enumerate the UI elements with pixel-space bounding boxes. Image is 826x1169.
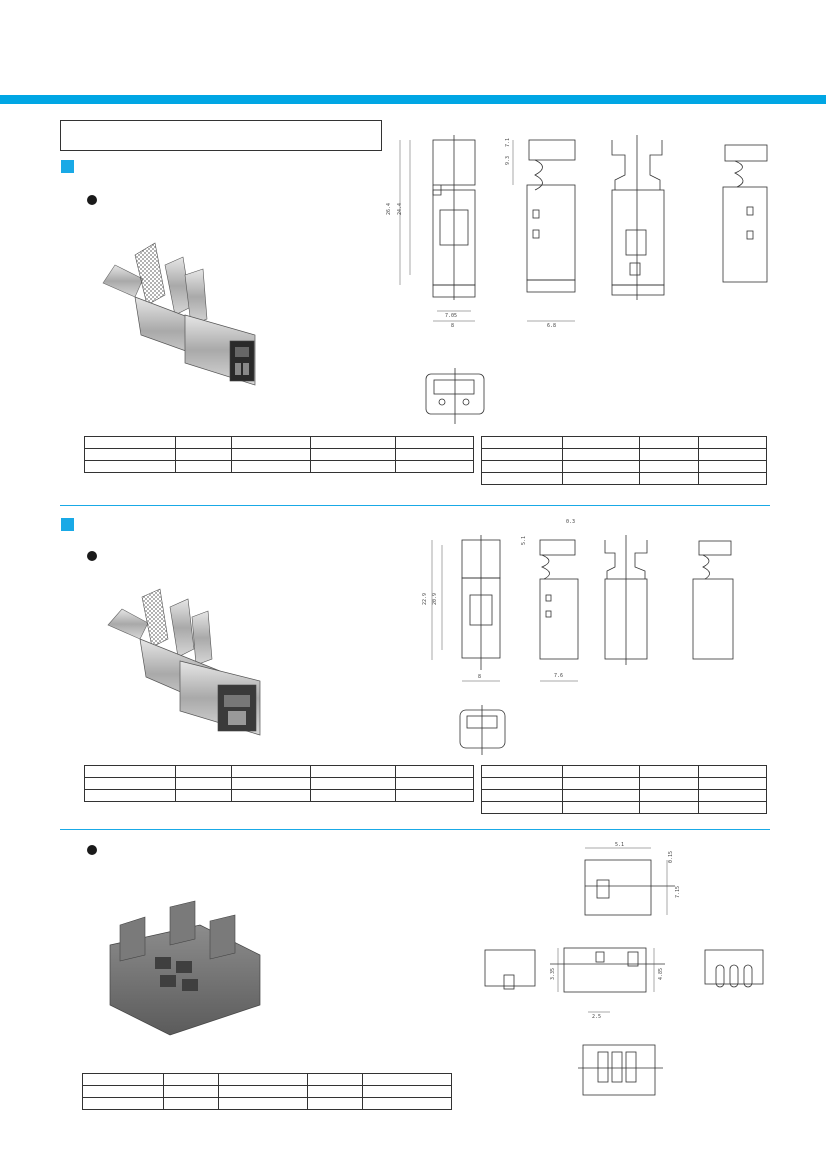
dim-label: 8 (451, 323, 454, 329)
dim-label: 24.4 (397, 203, 403, 215)
header-accent-bar (0, 95, 826, 104)
dim-label: 7.05 (445, 313, 457, 319)
drawing-1-face-view (425, 368, 485, 424)
dim-label: 5.1 (615, 842, 624, 848)
dim-label: 2.5 (592, 1014, 601, 1020)
spec-table-2a (84, 765, 474, 802)
dim-label: 7.15 (675, 886, 681, 898)
section-3-bullet (87, 845, 97, 855)
drawing-2-side-view: 5.1 0.3 7.6 (521, 519, 579, 682)
dim-label: 5.1 (521, 536, 527, 545)
section-1-bullet (87, 195, 97, 205)
drawing-2-back-view (604, 535, 648, 665)
dim-label: 6.8 (547, 323, 556, 329)
dim-label: 7.6 (554, 673, 563, 679)
section-1-marker-square (61, 160, 74, 173)
spec-table-3 (82, 1073, 452, 1110)
drawing-1-side-view: 9.3 7.1 6.8 (505, 138, 576, 329)
drawing-3-left-view (484, 949, 536, 990)
drawing-3-right-view (704, 949, 764, 988)
product-photo-1 (102, 242, 256, 386)
dim-label: 7.1 (505, 138, 511, 147)
drawing-3-top-view: 5.1 0.15 7.15 (584, 842, 681, 916)
spec-table-1a (84, 436, 474, 473)
product-photo-2 (107, 588, 261, 736)
drawing-1-back-view (611, 135, 665, 300)
dim-label: 4.85 (658, 968, 664, 980)
drawing-1-front-view: 26.4 24.4 7.05 8 (386, 135, 476, 329)
dim-label: 9.3 (505, 156, 511, 165)
dim-label: 26.4 (386, 203, 392, 215)
dim-label: 0.15 (668, 851, 674, 863)
spec-table-1b (481, 436, 767, 485)
dim-label: 3.35 (550, 968, 556, 980)
section-2-bullet (87, 551, 97, 561)
drawing-3-front-view: 3.35 4.85 2.5 (550, 947, 665, 1020)
dim-label: 20.9 (432, 593, 438, 605)
drawing-1-right-view (722, 144, 768, 283)
drawing-2-front-view: 22.9 20.9 8 (422, 535, 501, 682)
drawing-2-face-view (459, 705, 506, 755)
dim-label: 8 (478, 674, 481, 680)
product-photo-3 (109, 900, 261, 1036)
drawing-3-bottom-view (578, 1044, 663, 1096)
section-2-marker-square (61, 518, 74, 531)
spec-table-2b (481, 765, 767, 814)
section-divider-1 (60, 505, 770, 506)
dim-label: 22.9 (422, 593, 428, 605)
dim-label: 0.3 (566, 519, 575, 525)
page-title-box (60, 120, 382, 151)
section-divider-2 (60, 829, 770, 830)
drawing-2-right-view (692, 540, 734, 660)
